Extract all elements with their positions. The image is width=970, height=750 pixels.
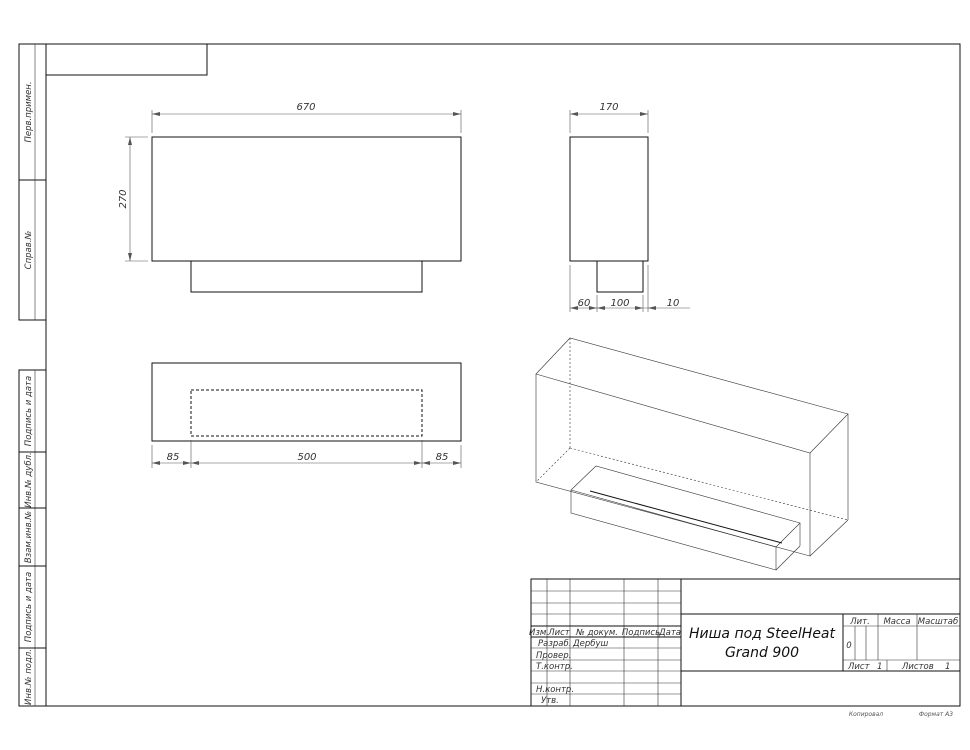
side-label-inv-dubl: Инв.№ дубл. bbox=[24, 452, 34, 507]
col-doc: № докум. bbox=[575, 628, 618, 638]
front-view: 670 270 bbox=[118, 102, 462, 293]
side-body bbox=[569, 136, 649, 262]
dim-170: 170 bbox=[599, 102, 618, 113]
side-label-inv-podl: Инв.№ подл. bbox=[24, 649, 34, 705]
dim-500: 500 bbox=[297, 452, 316, 463]
dim-270: 270 bbox=[118, 189, 129, 208]
dim-670: 670 bbox=[296, 102, 315, 113]
sheet-frame bbox=[45, 43, 961, 707]
col-izm: Изм. bbox=[529, 628, 549, 638]
title-block: Изм. Лист № докум. Подпись Дата Разраб. … bbox=[529, 578, 961, 707]
dim-10: 10 bbox=[667, 298, 680, 309]
footer-format: Формат А3 bbox=[919, 711, 953, 718]
list-value: 1 bbox=[877, 662, 882, 672]
side-label-podpis-1: Подпись и дата bbox=[24, 376, 34, 446]
row-nkontr: Н.контр. bbox=[536, 685, 574, 695]
side-base bbox=[596, 260, 644, 293]
listov-value: 1 bbox=[945, 662, 950, 672]
row-utv: Утв. bbox=[541, 696, 559, 706]
row-prover: Провер. bbox=[536, 651, 571, 661]
side-label-podpis-2: Подпись и дата bbox=[24, 572, 34, 642]
col-date: Дата bbox=[658, 628, 681, 638]
drawing-title-line1: Ниша под SteelHeat bbox=[689, 626, 836, 642]
drawing-title-line2: Grand 900 bbox=[725, 645, 799, 661]
top-hidden-opening bbox=[190, 389, 423, 437]
side-label-pervprimen: Перв.примен. bbox=[24, 81, 34, 142]
lit-value: 0 bbox=[846, 641, 851, 651]
masshtab-label: Масштаб bbox=[918, 617, 958, 627]
front-base bbox=[190, 260, 423, 293]
massa-label: Масса bbox=[883, 617, 910, 627]
side-strip-bottom bbox=[18, 369, 47, 707]
dim-100: 100 bbox=[610, 298, 629, 309]
side-view: 170 60 100 10 bbox=[569, 102, 690, 312]
side-label-sprav: Справ.№ bbox=[24, 231, 34, 270]
footer-kopiroval: Копировал bbox=[849, 711, 883, 718]
front-body bbox=[151, 136, 462, 262]
side-label-vzam-inv: Взам.инв.№ bbox=[24, 511, 34, 563]
list-label: Лист bbox=[847, 662, 871, 672]
top-view: 85 500 85 bbox=[151, 362, 462, 468]
col-sign: Подпись bbox=[622, 628, 660, 638]
isometric-view bbox=[535, 337, 849, 571]
dim-85-right: 85 bbox=[436, 452, 449, 463]
top-body bbox=[151, 362, 462, 442]
dim-60: 60 bbox=[578, 298, 591, 309]
col-list: Лист bbox=[547, 628, 571, 638]
row-tkontr: Т.контр. bbox=[536, 662, 573, 672]
listov-label: Листов bbox=[901, 662, 934, 672]
row-razrab: Разраб. bbox=[538, 639, 571, 649]
lit-label: Лит. bbox=[849, 617, 870, 627]
razrab-name: Дербуш bbox=[572, 639, 609, 649]
dim-85-left: 85 bbox=[167, 452, 180, 463]
top-left-box bbox=[45, 43, 208, 76]
